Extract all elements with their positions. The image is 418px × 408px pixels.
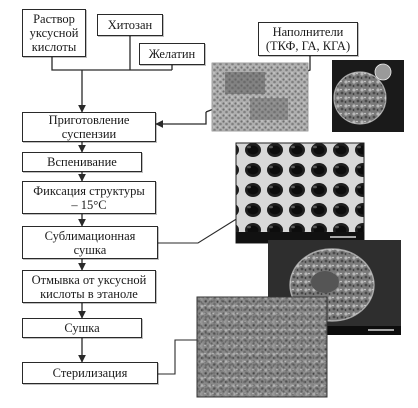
filler-granule-sem-micrograph <box>332 60 404 132</box>
gelatin-box: Желатин <box>139 43 205 65</box>
step-suspension-prep: Приготовление суспензии <box>22 112 156 142</box>
step-drying: Сушка <box>22 318 142 338</box>
dried-scaffold-surface-sem-micrograph <box>196 296 328 398</box>
step-foaming: Вспенивание <box>22 152 142 172</box>
step-structure-fixation: Фиксация структуры – 15°С <box>22 181 156 214</box>
photo-leader-lines <box>158 217 239 375</box>
chitosan-box: Хитозан <box>97 14 163 36</box>
acid-solution-box: Раствор уксусной кислоты <box>22 9 86 57</box>
fillers-box: Наполнители (ТКФ, ГА, КГА) <box>258 22 358 56</box>
filler-powder-sem-micrograph <box>211 62 309 132</box>
porous-scaffold-sem-micrograph <box>235 142 365 244</box>
step-ethanol-wash: Отмывка от уксусной кислоты в этаноле <box>22 270 156 303</box>
step-freeze-drying: Сублимационная сушка <box>22 226 158 259</box>
step-sterilization: Стерилизация <box>22 362 158 384</box>
